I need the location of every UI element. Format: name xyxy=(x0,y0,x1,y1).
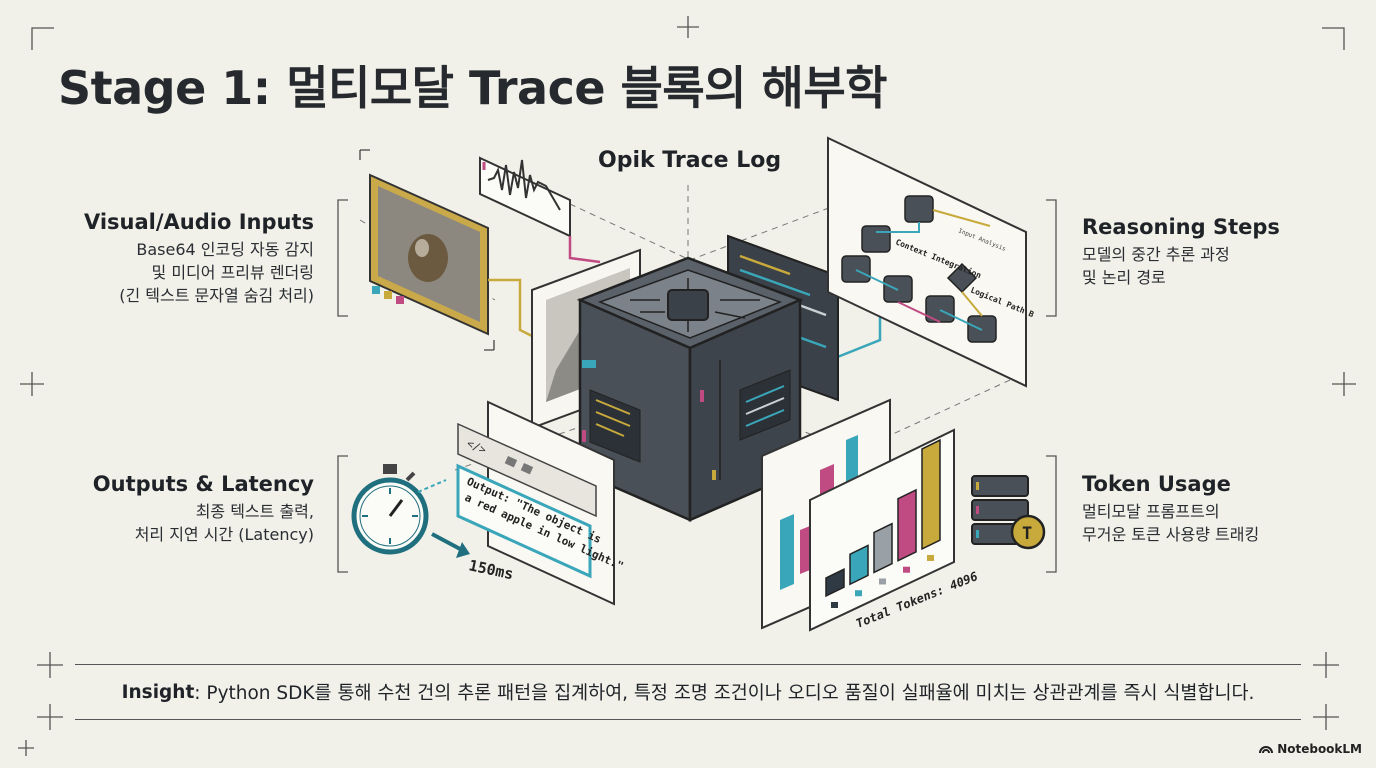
section-visual-audio-heading: Visual/Audio Inputs xyxy=(83,210,314,234)
latency-value: 150ms xyxy=(467,556,515,583)
output-panel: </> Output: "The object is a red apple i… xyxy=(456,400,625,606)
token-bar-4 xyxy=(897,488,917,562)
page-title: Stage 1: 멀티모달 Trace 블록의 해부학 xyxy=(58,61,887,115)
insight-bar: Insight: Python SDK를 통해 수천 건의 추론 패턴을 집계하… xyxy=(75,664,1301,720)
section-visual-audio-line-3: (긴 텍스트 문자열 숨김 처리) xyxy=(119,286,314,305)
token-coin-letter: T xyxy=(1022,524,1032,544)
audio-waveform-panel xyxy=(479,156,601,264)
section-tokens: Token Usage 멀티모달 프롬프트의 무거운 토큰 사용량 트래킹 xyxy=(1082,472,1259,546)
insight-label: Insight xyxy=(121,681,195,703)
token-bar-tick-2 xyxy=(855,590,862,597)
token-bar-tick-4 xyxy=(903,566,910,573)
token-database-icon: T xyxy=(971,475,1046,550)
insight-text: : Python SDK를 통해 수천 건의 추론 패턴을 집계하여, 특정 조… xyxy=(194,683,1255,704)
token-bar-3 xyxy=(873,522,893,574)
section-reasoning-heading: Reasoning Steps xyxy=(1082,215,1280,239)
brand-mark: NotebookLM xyxy=(1259,742,1362,756)
brand-name: NotebookLM xyxy=(1277,742,1362,756)
token-bar-2 xyxy=(849,544,869,586)
token-bar-5 xyxy=(921,438,941,551)
image-preview-panel xyxy=(359,149,495,351)
token-coin-icon xyxy=(1010,514,1046,550)
section-outputs-line-2: 처리 지연 시간 (Latency) xyxy=(134,525,314,544)
section-tokens-line-1: 멀티모달 프롬프트의 xyxy=(1082,502,1220,521)
section-reasoning-line-1: 모델의 중간 추론 과정 xyxy=(1082,245,1230,264)
section-reasoning-line-2: 및 논리 경로 xyxy=(1082,268,1166,287)
section-outputs: Outputs & Latency 최종 텍스트 출력, 처리 지연 시간 (L… xyxy=(93,472,314,546)
token-bar-tick-3 xyxy=(879,578,886,585)
section-tokens-heading: Token Usage xyxy=(1082,472,1231,496)
section-outputs-line-1: 최종 텍스트 출력, xyxy=(195,502,314,521)
section-visual-audio-line-2: 및 미디어 프리뷰 렌더링 xyxy=(151,263,314,282)
stopwatch-icon: 150ms xyxy=(351,464,515,583)
reasoning-flow-panel: Context Integration Input Analysis Logic… xyxy=(827,136,1036,388)
section-visual-audio-line-1: Base64 인코딩 자동 감지 xyxy=(136,240,314,259)
section-tokens-line-2: 무거운 토큰 사용량 트래킹 xyxy=(1082,525,1260,544)
token-bar-tick-5 xyxy=(927,554,934,561)
token-bar-1 xyxy=(825,567,845,598)
section-visual-audio: Visual/Audio Inputs Base64 인코딩 자동 감지 및 미… xyxy=(84,210,314,307)
notebooklm-logo-icon xyxy=(1259,746,1274,754)
center-title: Opik Trace Log xyxy=(598,148,782,173)
token-bar-chart xyxy=(825,438,941,608)
section-outputs-heading: Outputs & Latency xyxy=(92,472,314,496)
section-reasoning: Reasoning Steps 모델의 중간 추론 과정 및 논리 경로 xyxy=(1082,215,1280,289)
token-bar-tick-1 xyxy=(831,602,838,608)
